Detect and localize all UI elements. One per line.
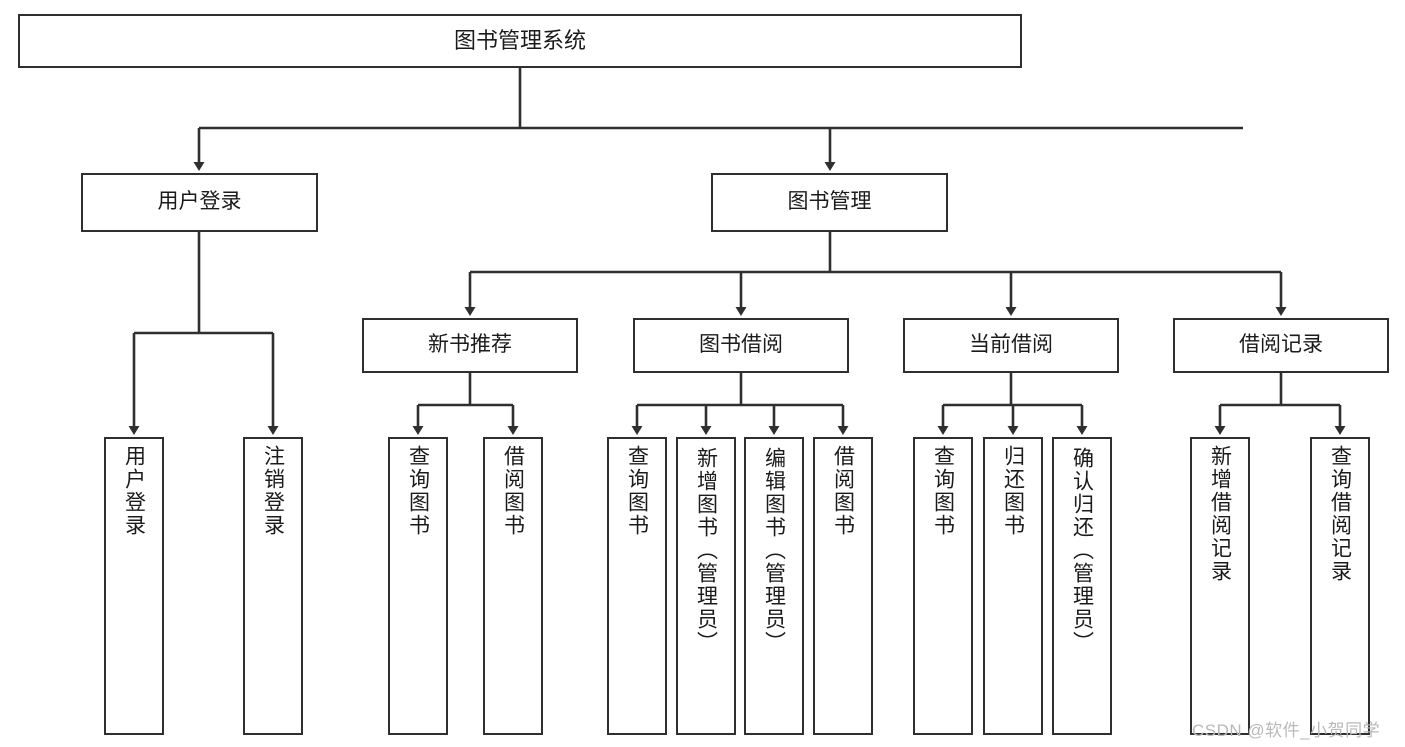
node-leaf-user-logout-label: 注销登录 [261,445,285,537]
node-leaf-user-login-label: 用户登录 [122,445,146,537]
node-book-borrow-label: 图书借阅 [699,333,783,357]
node-book-borrow[interactable]: 图书借阅 [633,318,849,373]
node-user-login[interactable]: 用户登录 [81,173,318,232]
node-leaf-user-login[interactable]: 用户登录 [104,437,164,735]
node-leaf-add-book-label: 新增图书（管理员） [694,447,718,654]
node-leaf-borrow-book-1[interactable]: 借阅图书 [483,437,543,735]
node-leaf-borrow-book-2[interactable]: 借阅图书 [813,437,873,735]
csdn-watermark: CSDN @软件_小贺同学 [1192,721,1381,740]
node-book-manage-label: 图书管理 [787,190,872,214]
node-borrow-record[interactable]: 借阅记录 [1173,318,1389,373]
node-leaf-query-record[interactable]: 查询借阅记录 [1310,437,1370,735]
node-leaf-query-book-2[interactable]: 查询图书 [607,437,667,735]
node-leaf-borrow-book-2-label: 借阅图书 [831,445,855,537]
node-current-borrow-label: 当前借阅 [969,333,1053,357]
node-leaf-confirm-return-label: 确认归还（管理员） [1070,447,1094,654]
node-leaf-return-book[interactable]: 归还图书 [983,437,1043,735]
node-leaf-edit-book-label: 编辑图书（管理员） [762,447,786,654]
node-leaf-query-book-1-label: 查询图书 [406,445,430,537]
node-leaf-confirm-return[interactable]: 确认归还（管理员） [1052,437,1112,735]
node-leaf-query-book-1[interactable]: 查询图书 [388,437,448,735]
node-leaf-query-record-label: 查询借阅记录 [1328,445,1352,583]
node-leaf-user-logout[interactable]: 注销登录 [243,437,303,735]
node-leaf-return-book-label: 归还图书 [1001,445,1025,537]
node-new-book-rec-label: 新书推荐 [428,333,512,357]
node-book-manage[interactable]: 图书管理 [711,173,948,232]
node-leaf-query-book-2-label: 查询图书 [625,445,649,537]
node-leaf-add-record-label: 新增借阅记录 [1208,445,1232,583]
node-root-label: 图书管理系统 [453,28,586,54]
node-leaf-edit-book[interactable]: 编辑图书（管理员） [744,437,804,735]
node-leaf-borrow-book-1-label: 借阅图书 [501,445,525,537]
node-borrow-record-label: 借阅记录 [1239,333,1323,357]
node-leaf-query-book-3-label: 查询图书 [931,445,955,537]
node-leaf-add-book[interactable]: 新增图书（管理员） [676,437,736,735]
node-leaf-add-record[interactable]: 新增借阅记录 [1190,437,1250,735]
node-new-book-rec[interactable]: 新书推荐 [362,318,578,373]
node-current-borrow[interactable]: 当前借阅 [903,318,1119,373]
node-user-login-label: 用户登录 [157,190,242,214]
node-root[interactable]: 图书管理系统 [18,14,1022,68]
node-leaf-query-book-3[interactable]: 查询图书 [913,437,973,735]
